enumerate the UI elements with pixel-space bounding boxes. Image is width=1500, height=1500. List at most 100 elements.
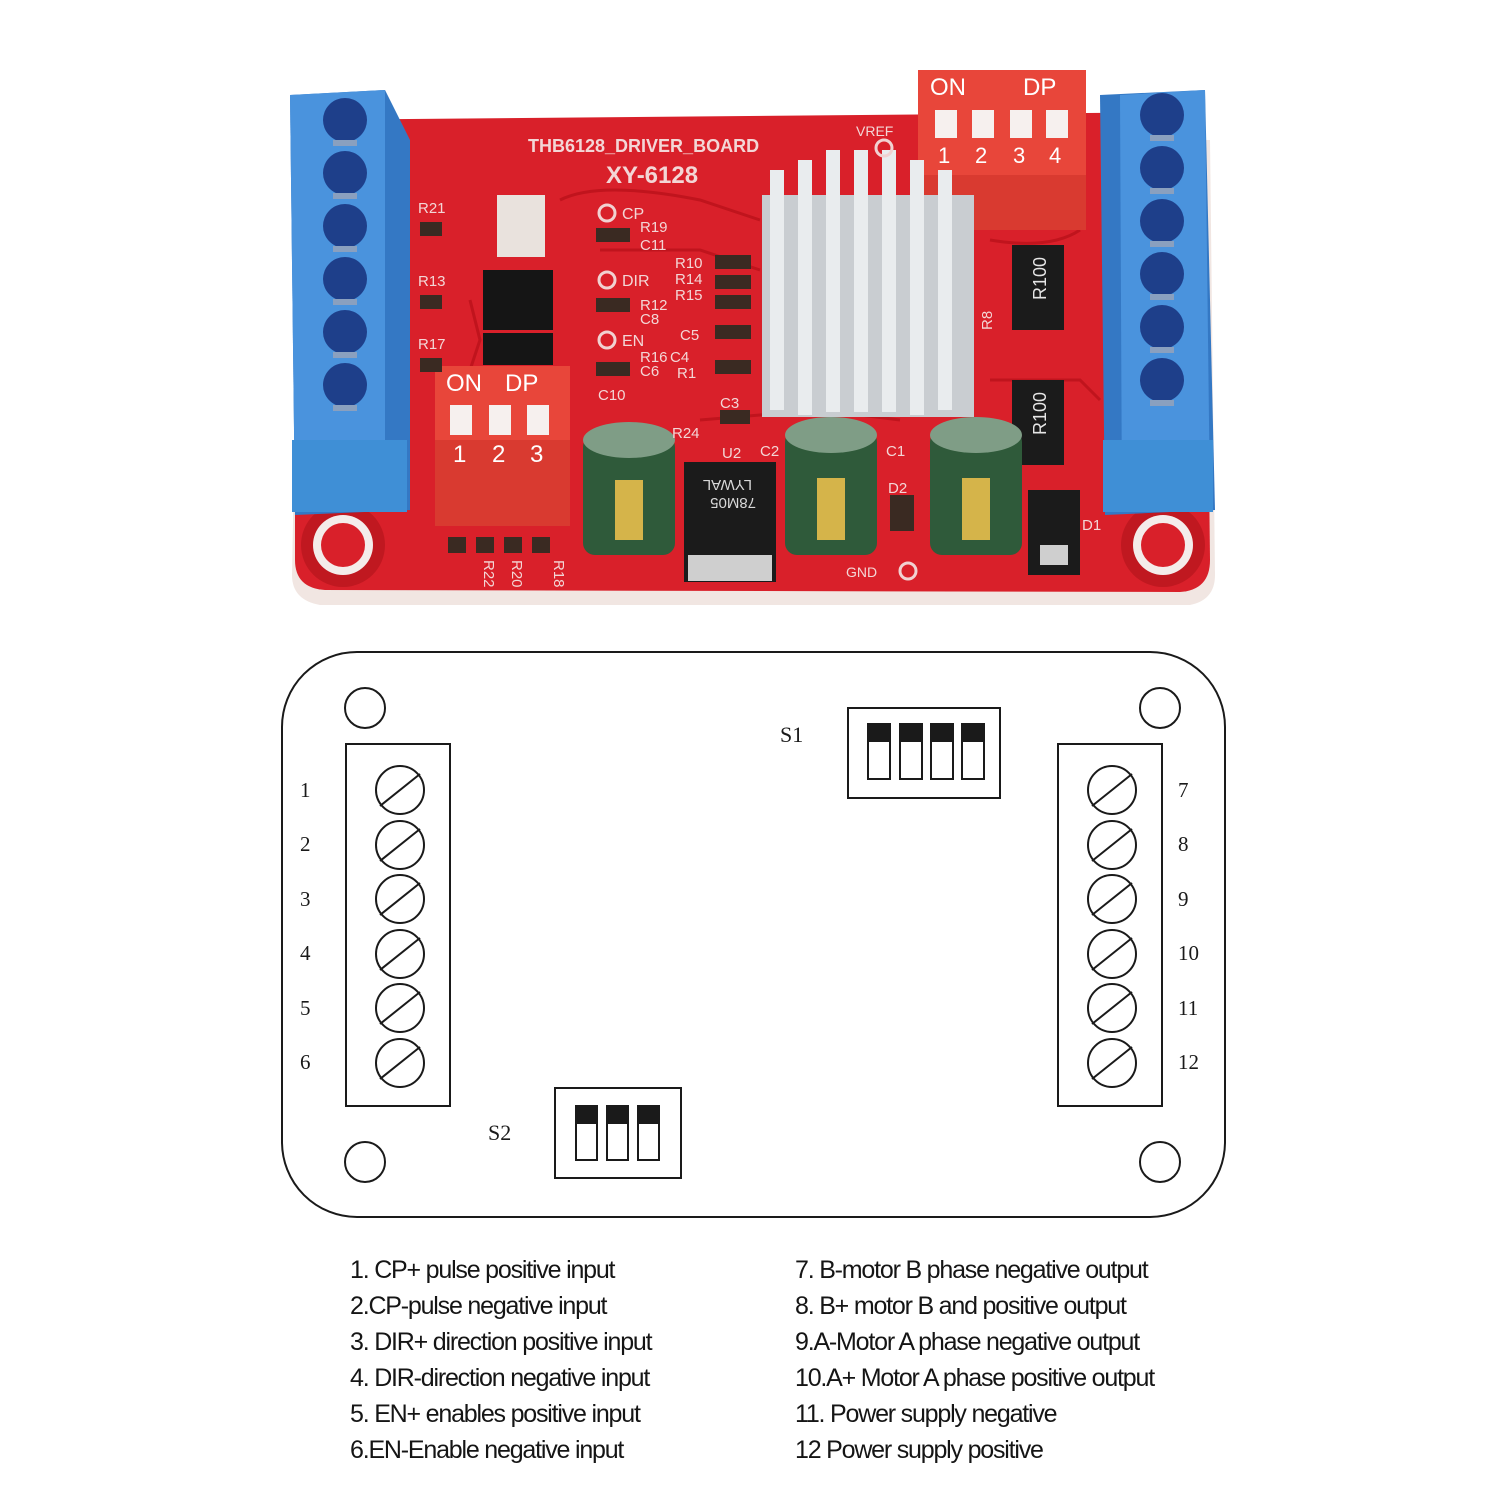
left-terminal-screws-diagram [375, 765, 425, 1088]
right-terminal-screws [1140, 93, 1184, 402]
svg-text:C1: C1 [886, 443, 905, 460]
legend-item-1: 1. CP+ pulse positive input [350, 1256, 616, 1284]
mount-hole-bottom-left [344, 1141, 386, 1183]
silkscreen-model: XY-6128 [606, 162, 698, 189]
mount-hole-bottom-right [1139, 1141, 1181, 1183]
legend-item-12: 12 Power supply positive [795, 1436, 1044, 1464]
svg-text:DP: DP [1023, 74, 1056, 101]
right-terminal-screws-diagram [1087, 765, 1137, 1088]
svg-text:R100: R100 [1030, 392, 1050, 435]
dip-switch-3-photo: ON DP 1 2 3 [435, 366, 570, 526]
svg-text:C5: C5 [680, 327, 699, 344]
svg-text:78M05: 78M05 [710, 494, 756, 511]
terminal-number-11: 11 [1178, 996, 1198, 1020]
svg-text:ON: ON [930, 74, 966, 101]
terminal-number-9: 9 [1178, 887, 1189, 911]
svg-text:3: 3 [530, 441, 543, 468]
smd-components [420, 222, 914, 553]
wiring-diagram: 1 2 3 4 5 6 7 8 9 10 11 12 S1 S2 [281, 651, 1226, 1218]
shunt-resistor-1: R100 [1012, 245, 1064, 330]
svg-text:R16: R16 [640, 349, 668, 366]
svg-text:R14: R14 [675, 271, 703, 288]
svg-text:1: 1 [453, 441, 466, 468]
terminal-number-4: 4 [300, 941, 311, 965]
svg-text:D1: D1 [1082, 517, 1101, 534]
svg-text:ON: ON [446, 370, 482, 397]
legend-item-7: 7. B-motor B phase negative output [795, 1256, 1149, 1284]
pin-legend-right: 7. B-motor B phase negative output 8. B+… [795, 1252, 1155, 1468]
dip-switch-s2-diagram [554, 1087, 682, 1179]
svg-text:GND: GND [846, 564, 877, 580]
svg-text:R100: R100 [1030, 257, 1050, 300]
svg-text:EN: EN [622, 333, 644, 350]
dip-switch-s1-diagram [847, 707, 1001, 799]
svg-text:R12: R12 [640, 297, 668, 314]
terminal-number-1: 1 [300, 778, 311, 802]
shunt-resistor-2: R100 [1012, 380, 1064, 465]
test-pads [597, 138, 918, 581]
svg-text:4: 4 [1049, 143, 1061, 168]
voltage-regulator: 78M05 LYWAL [684, 462, 776, 582]
svg-text:R24: R24 [672, 425, 700, 442]
svg-text:R22: R22 [480, 560, 497, 588]
svg-text:2: 2 [975, 143, 987, 168]
right-terminal-outline [1057, 743, 1163, 1107]
heatsink [762, 150, 974, 417]
legend-item-2: 2.CP-pulse negative input [350, 1292, 607, 1320]
vref-label: VREF [856, 123, 893, 139]
pin-legend-left: 1. CP+ pulse positive input 2.CP-pulse n… [350, 1252, 653, 1468]
svg-text:R19: R19 [640, 219, 668, 236]
svg-text:R13: R13 [418, 273, 446, 290]
legend-item-6: 6.EN-Enable negative input [350, 1436, 624, 1464]
diode-d1 [1028, 490, 1080, 575]
left-terminal-screws [323, 98, 367, 407]
left-terminal-outline [345, 743, 451, 1107]
svg-text:DIR: DIR [622, 273, 650, 290]
s1-label: S1 [780, 722, 803, 747]
svg-text:R1: R1 [677, 365, 696, 382]
terminal-number-6: 6 [300, 1050, 311, 1074]
svg-text:D2: D2 [888, 480, 907, 497]
svg-text:2: 2 [492, 441, 505, 468]
svg-text:R10: R10 [675, 255, 703, 272]
mount-hole-top-right [1139, 687, 1181, 729]
capacitor-1 [583, 422, 675, 555]
svg-text:R8: R8 [979, 311, 996, 330]
mount-hole-top-left [344, 687, 386, 729]
legend-item-11: 11. Power supply negative [795, 1400, 1058, 1428]
optocouplers [483, 195, 553, 365]
capacitor-3 [930, 417, 1022, 555]
legend-item-10: 10.A+ Motor A phase positive output [795, 1364, 1155, 1392]
legend-item-8: 8. B+ motor B and positive output [795, 1292, 1127, 1320]
svg-text:C6: C6 [640, 363, 659, 380]
legend-item-3: 3. DIR+ direction positive input [350, 1328, 653, 1356]
svg-text:C8: C8 [640, 311, 659, 328]
terminal-number-3: 3 [300, 887, 311, 911]
terminal-number-8: 8 [1178, 832, 1189, 856]
svg-text:C4: C4 [670, 349, 689, 366]
terminal-number-7: 7 [1178, 778, 1189, 802]
mount-hole-right [1121, 503, 1205, 587]
svg-text:R17: R17 [418, 336, 446, 353]
svg-text:CP: CP [622, 206, 644, 223]
mount-hole-left [301, 503, 385, 587]
svg-text:LYWAL: LYWAL [703, 476, 752, 493]
svg-text:C10: C10 [598, 387, 626, 404]
svg-text:R18: R18 [550, 560, 567, 588]
svg-text:U2: U2 [722, 445, 741, 462]
diagram-outline [281, 651, 1226, 1218]
svg-text:R15: R15 [675, 287, 703, 304]
legend-item-9: 9.A-Motor A phase negative output [795, 1328, 1140, 1356]
terminal-number-5: 5 [300, 996, 311, 1020]
terminal-number-10: 10 [1178, 941, 1199, 965]
svg-text:3: 3 [1013, 143, 1025, 168]
s2-label: S2 [488, 1120, 511, 1145]
svg-text:DP: DP [505, 370, 538, 397]
legend-item-5: 5. EN+ enables positive input [350, 1400, 641, 1428]
legend-item-4: 4. DIR-direction negative input [350, 1364, 650, 1392]
driver-board-photo: THB6128_DRIVER_BOARD XY-6128 VREF ON DP … [290, 70, 1215, 605]
svg-text:R20: R20 [508, 560, 525, 588]
component-designators: R21 R13 R17 R19 C11 R12 C8 R16 C6 C10 R1… [418, 200, 1101, 588]
capacitor-2 [785, 417, 877, 555]
svg-text:C11: C11 [640, 237, 666, 254]
